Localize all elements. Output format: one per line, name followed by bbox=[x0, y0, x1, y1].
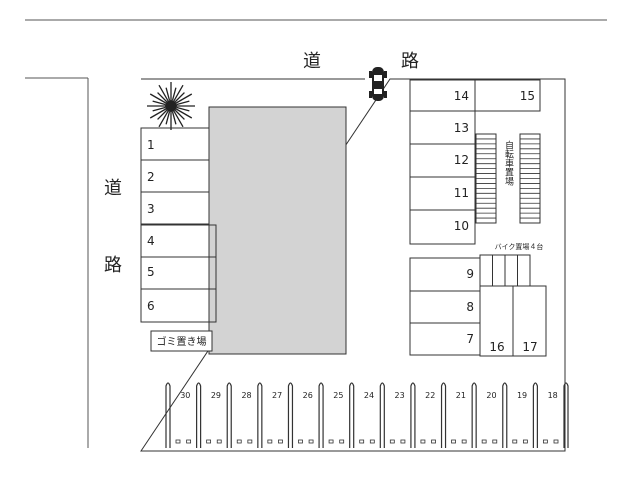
parking-slot-4: 4 bbox=[140, 224, 217, 258]
parking-slot-13: 13 bbox=[409, 110, 476, 145]
parking-slot-17: 17 bbox=[512, 285, 547, 357]
road-label-side-1: 道 bbox=[104, 178, 122, 199]
parking-slot-9: 9 bbox=[409, 257, 481, 292]
svg-text:17: 17 bbox=[522, 340, 537, 354]
parking-slot-number: 19 bbox=[517, 391, 527, 400]
svg-text:16: 16 bbox=[489, 340, 504, 354]
parking-slot-30: 30 bbox=[165, 382, 192, 448]
parking-slot-20: 20 bbox=[471, 382, 498, 448]
parking-slot-10: 10 bbox=[409, 209, 476, 245]
parking-divider-end bbox=[563, 382, 569, 448]
parking-slot-22: 22 bbox=[410, 382, 436, 448]
parking-slot-6: 6 bbox=[140, 288, 217, 323]
parking-slot-3: 3 bbox=[140, 191, 210, 225]
parking-slot-15: 15 bbox=[474, 79, 541, 112]
parking-slot-19: 19 bbox=[502, 382, 528, 448]
parking-slot-number: 29 bbox=[211, 391, 221, 400]
road-label-side-2: 路 bbox=[104, 255, 122, 276]
parking-slot-number: 24 bbox=[364, 391, 374, 400]
svg-text:10: 10 bbox=[454, 219, 469, 233]
garbage-area: ゴミ置き場 bbox=[150, 330, 213, 352]
parking-slot-16: 16 bbox=[479, 285, 514, 357]
svg-text:3: 3 bbox=[147, 202, 155, 216]
parking-slot-number: 28 bbox=[241, 391, 251, 400]
svg-text:4: 4 bbox=[147, 234, 155, 248]
parking-slot-21: 21 bbox=[440, 382, 467, 448]
parking-slot-8: 8 bbox=[409, 290, 481, 324]
parking-slot-23: 23 bbox=[379, 382, 406, 448]
parking-slot-number: 22 bbox=[425, 391, 435, 400]
road-label-top-1: 道 bbox=[303, 51, 321, 72]
lot-boundary bbox=[140, 78, 566, 452]
parking-slot-number: 25 bbox=[333, 391, 343, 400]
bicycle-parking-label: 自転車置場 bbox=[503, 139, 514, 186]
parking-slot-1: 1 bbox=[140, 127, 210, 161]
car-icon bbox=[369, 67, 387, 101]
parking-slot-12: 12 bbox=[409, 143, 476, 178]
bicycle-rack-right bbox=[519, 133, 541, 224]
parking-slot-number: 21 bbox=[456, 391, 466, 400]
parking-slot-11: 11 bbox=[409, 176, 476, 211]
parking-slot-24: 24 bbox=[349, 382, 375, 448]
parking-slot-number: 18 bbox=[548, 391, 558, 400]
svg-text:5: 5 bbox=[147, 265, 155, 279]
parking-slot-28: 28 bbox=[226, 382, 253, 448]
parking-slot-number: 27 bbox=[272, 391, 282, 400]
parking-slot-18: 18 bbox=[532, 382, 559, 448]
parking-slot-2: 2 bbox=[140, 159, 210, 193]
svg-text:15: 15 bbox=[520, 89, 535, 103]
bike-parking-label: バイク置場４台 bbox=[495, 242, 544, 251]
bicycle-rack-left bbox=[475, 133, 497, 224]
svg-text:1: 1 bbox=[147, 138, 155, 152]
svg-text:13: 13 bbox=[454, 121, 469, 135]
svg-text:6: 6 bbox=[147, 299, 155, 313]
parking-slot-29: 29 bbox=[196, 382, 222, 448]
svg-text:9: 9 bbox=[466, 267, 474, 281]
road-label-top-2: 路 bbox=[401, 51, 419, 72]
parking-slot-5: 5 bbox=[140, 256, 217, 290]
left-parking-column: 1 2 3 4 5 6 bbox=[140, 127, 217, 323]
sun-tree-icon bbox=[147, 82, 195, 130]
parking-slot-number: 30 bbox=[180, 391, 190, 400]
svg-text:11: 11 bbox=[454, 186, 469, 200]
svg-text:14: 14 bbox=[454, 89, 469, 103]
motorbike-parking bbox=[479, 254, 531, 287]
parking-slot-7: 7 bbox=[409, 322, 481, 356]
building bbox=[208, 106, 347, 355]
parking-slot-number: 20 bbox=[486, 391, 496, 400]
parking-slot-27: 27 bbox=[257, 382, 283, 448]
right-upper-block: 14 15 13 12 11 10 bbox=[409, 79, 541, 245]
svg-text:2: 2 bbox=[147, 170, 155, 184]
bottom-parking-row: 30 29 28 27 26 25 24 23 22 21 20 19 18 bbox=[165, 382, 569, 448]
parking-slot-14: 14 bbox=[409, 79, 476, 112]
svg-text:8: 8 bbox=[466, 300, 474, 314]
svg-text:ゴミ置き場: ゴミ置き場 bbox=[157, 335, 207, 348]
parking-slot-number: 26 bbox=[303, 391, 313, 400]
parking-slot-number: 23 bbox=[395, 391, 405, 400]
right-lower-block: 9 8 7 16 17 bbox=[409, 257, 547, 357]
svg-text:12: 12 bbox=[454, 153, 469, 167]
parking-slot-25: 25 bbox=[318, 382, 345, 448]
parking-slot-26: 26 bbox=[287, 382, 314, 448]
svg-text:7: 7 bbox=[466, 332, 474, 346]
